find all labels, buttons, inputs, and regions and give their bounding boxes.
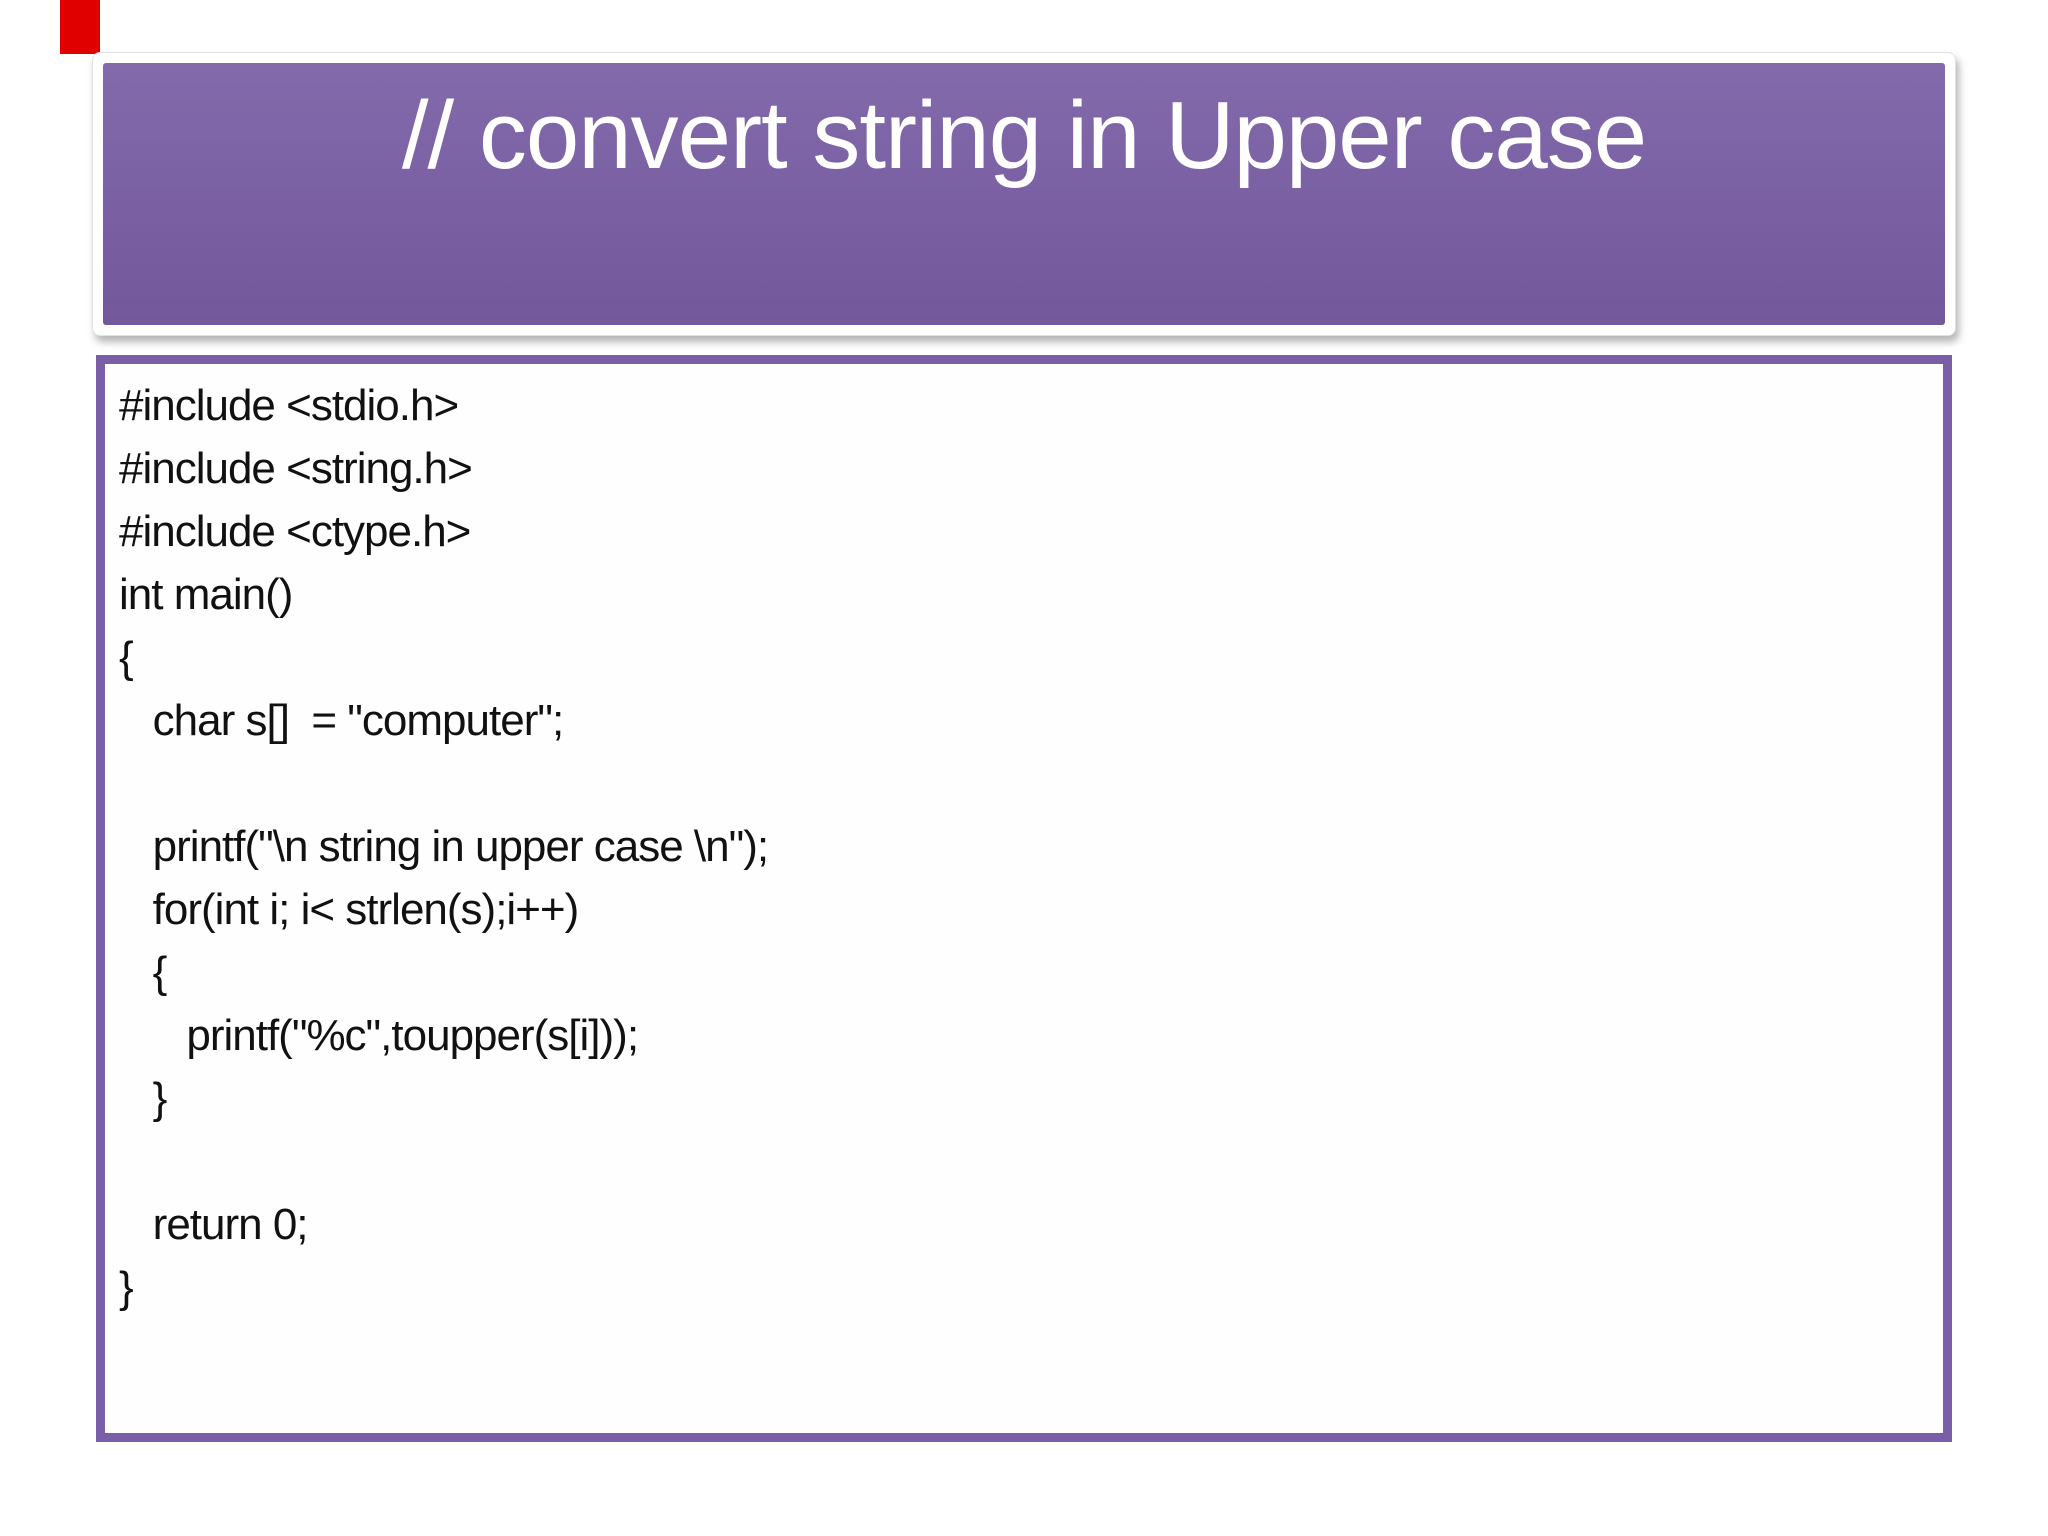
code-line: { [119, 633, 134, 682]
title-banner: // convert string in Upper case [103, 63, 1945, 325]
code-line [119, 752, 1943, 815]
code-line: printf("%c",toupper(s[i])); [119, 1011, 639, 1060]
code-line: #include <string.h> [119, 444, 473, 493]
red-accent-bar [60, 0, 100, 54]
code-line: for(int i; i< strlen(s);i++) [119, 885, 580, 934]
code-line: } [119, 1263, 134, 1312]
code-panel: #include <stdio.h> #include <string.h> #… [96, 355, 1952, 1442]
title-banner-frame: // convert string in Upper case [92, 52, 1956, 336]
code-line: printf("\n string in upper case \n"); [119, 822, 769, 871]
code-line: { [119, 948, 168, 997]
slide-title: // convert string in Upper case [401, 82, 1647, 189]
code-line: } [119, 1074, 168, 1123]
code-line: #include <ctype.h> [119, 507, 471, 556]
code-block: #include <stdio.h> #include <string.h> #… [105, 364, 1943, 1319]
code-line: return 0; [119, 1200, 309, 1249]
code-line: int main() [119, 570, 293, 619]
code-line [119, 1130, 1943, 1193]
code-line: char s[] = "computer"; [119, 696, 565, 745]
code-line: #include <stdio.h> [119, 381, 459, 430]
